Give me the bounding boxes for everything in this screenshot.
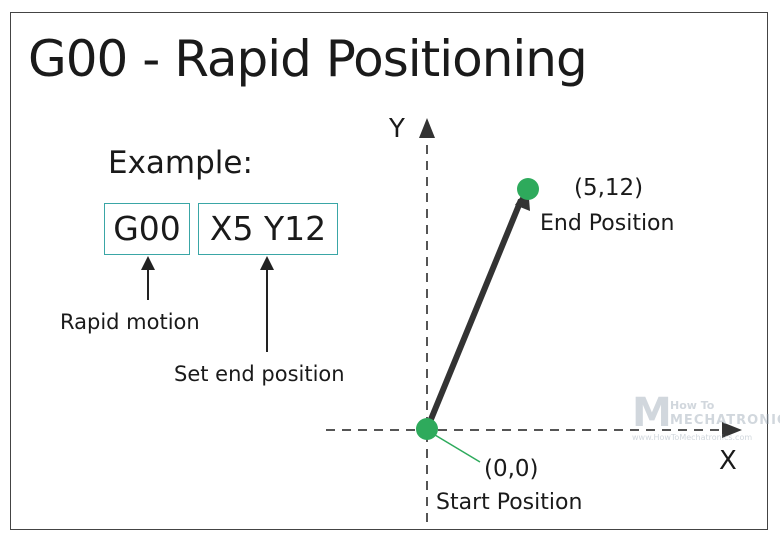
command-box: G00 [104, 203, 190, 255]
end-label: End Position [540, 211, 675, 236]
watermark-line1: How To [670, 399, 715, 412]
start-leader-line [429, 431, 481, 463]
params-note: Set end position [174, 362, 345, 386]
command-note: Rapid motion [60, 310, 200, 334]
start-label: Start Position [436, 490, 583, 515]
command-pointer-arrowhead [141, 256, 155, 270]
watermark-url: www.HowToMechatronics.com [632, 433, 753, 442]
example-heading: Example: [108, 145, 253, 181]
page-title: G00 - Rapid Positioning [28, 30, 588, 88]
params-pointer-arrowhead [260, 256, 274, 270]
watermark-line2: MECHATRONICS [670, 413, 780, 428]
y-axis-arrowhead [419, 118, 435, 138]
start-point [416, 418, 438, 440]
end-point [517, 178, 539, 200]
start-coords: (0,0) [484, 456, 539, 482]
watermark-logo-mark: M [632, 390, 672, 436]
x-axis-label: X [719, 446, 737, 476]
watermark-logo: M How To MECHATRONICS www.HowToMechatron… [632, 390, 780, 443]
y-axis-label: Y [389, 114, 405, 144]
x-axis-arrowhead [722, 422, 742, 438]
end-coords: (5,12) [574, 175, 644, 201]
params-box: X5 Y12 [198, 203, 338, 255]
diagram-frame [10, 12, 768, 530]
motion-path [424, 198, 524, 431]
